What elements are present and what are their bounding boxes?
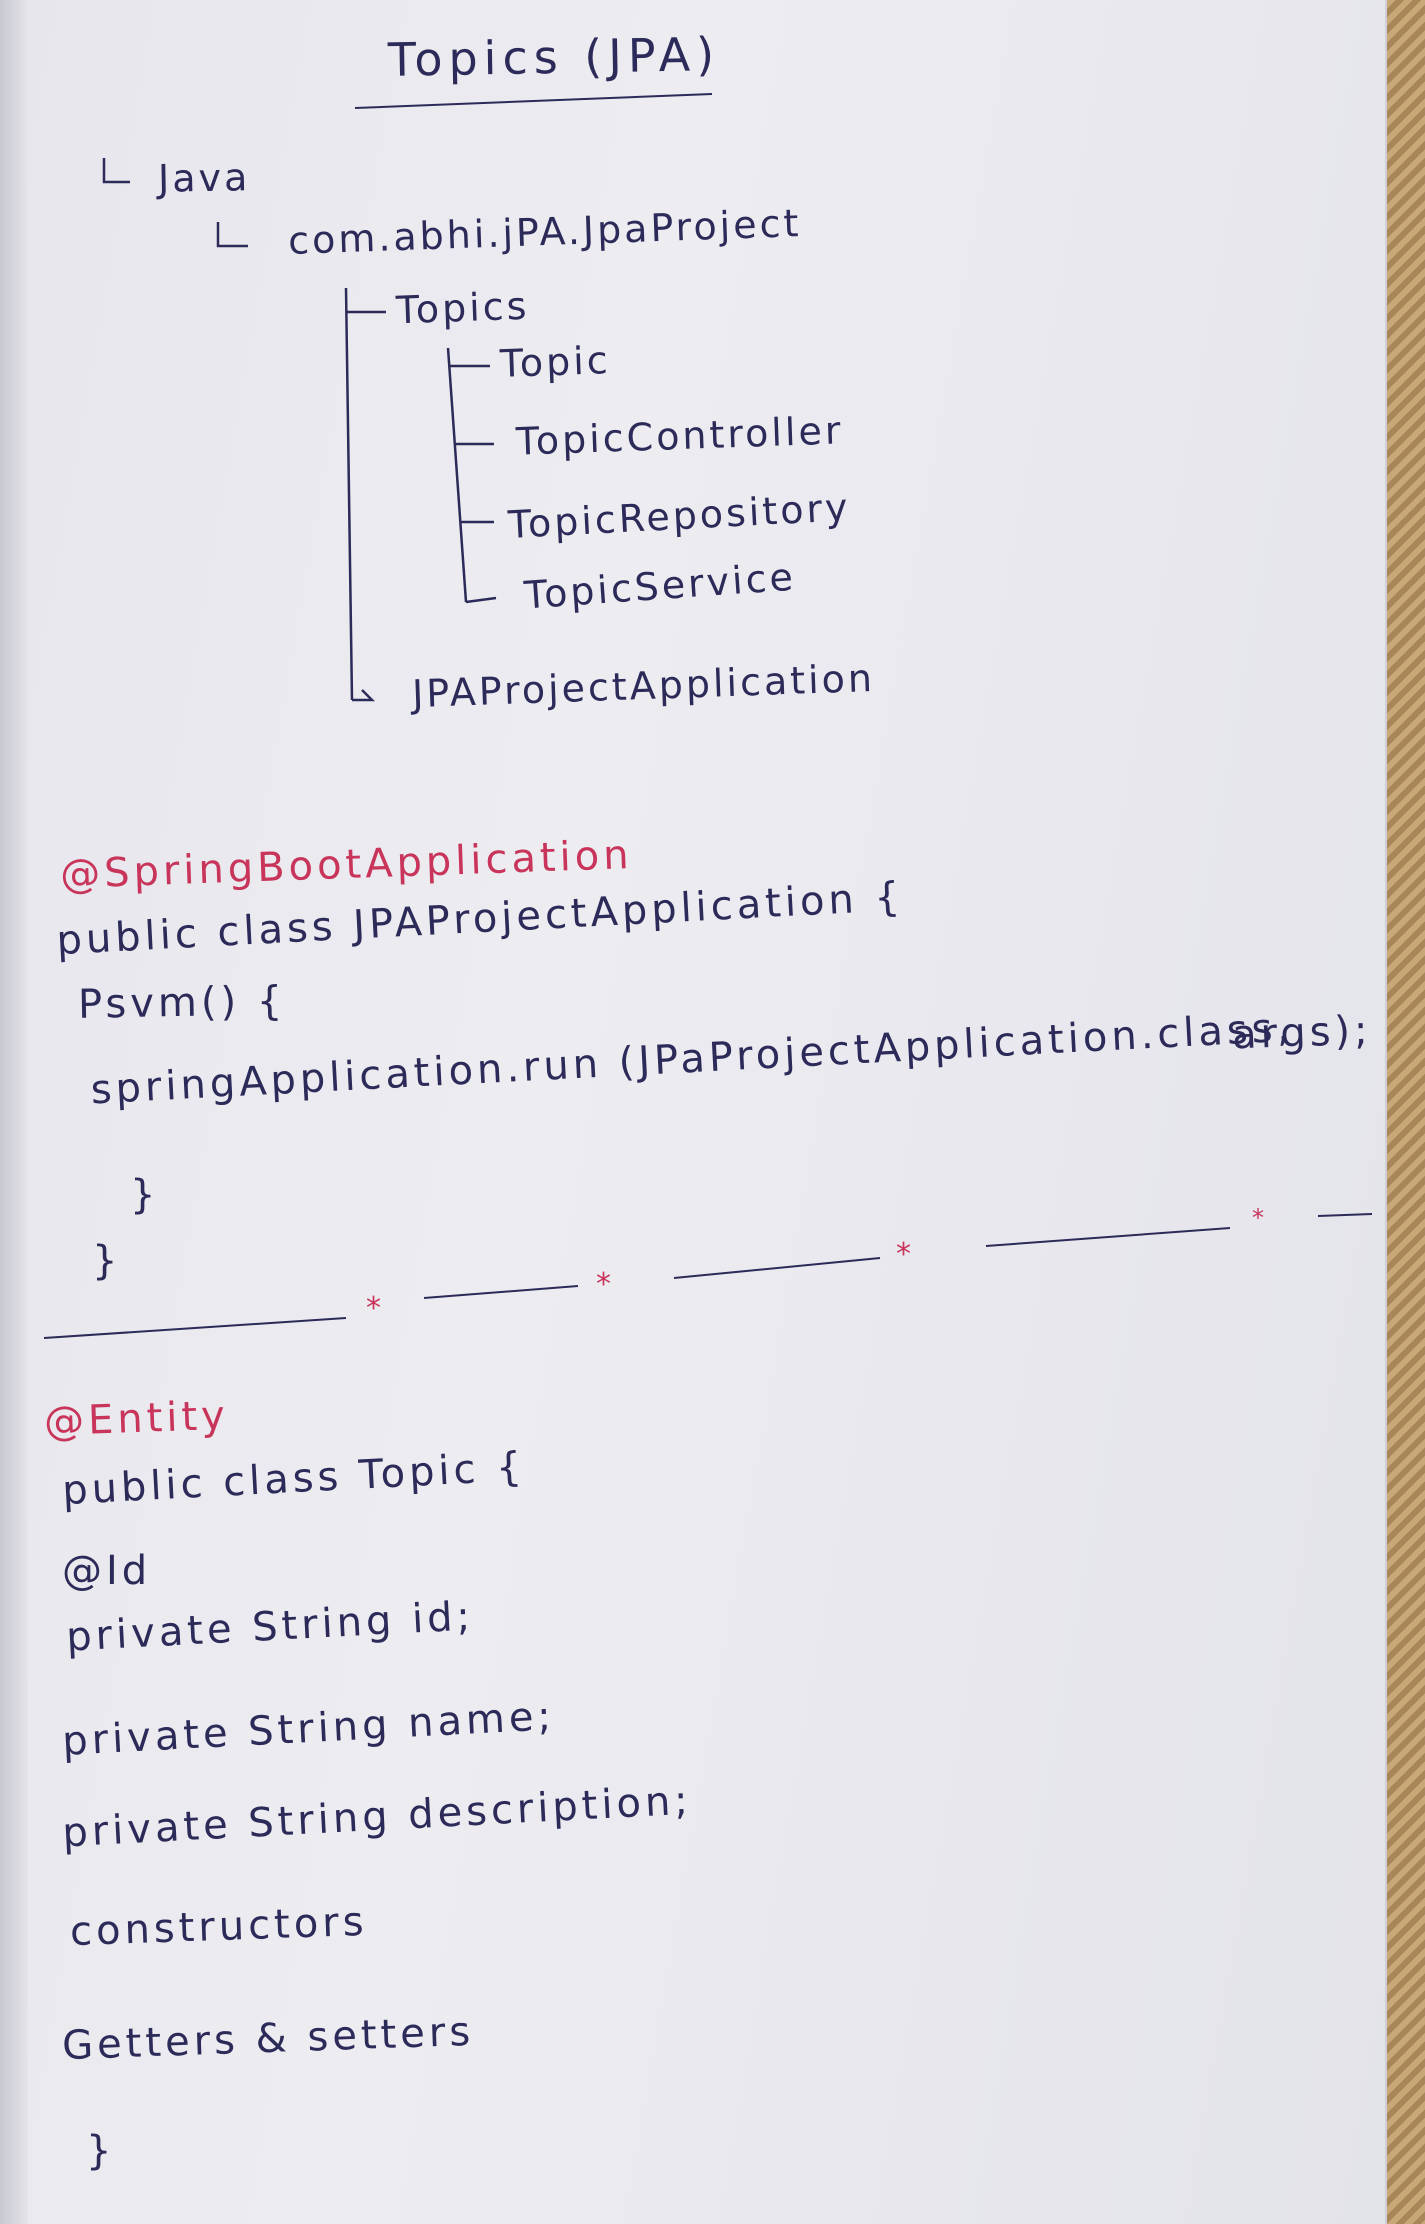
separator-star-1: *	[366, 1291, 381, 1326]
separator-seg-2	[423, 1285, 579, 1299]
separator-seg-4	[985, 1227, 1231, 1247]
separator-star-4: *	[1252, 1204, 1264, 1232]
separator-seg-3	[673, 1257, 881, 1279]
tree-arrow-service	[465, 596, 497, 604]
tree-arrow-package	[216, 222, 248, 248]
separator-seg-1	[43, 1317, 347, 1339]
separator-star-3: *	[896, 1237, 911, 1272]
annotation-entity: @Entity	[43, 1392, 230, 1446]
page-title: Topics (JPA)	[387, 27, 721, 87]
tree-root-java: Java	[157, 155, 251, 201]
tree-file-topic: Topic	[499, 338, 612, 386]
tree-vertical-main	[344, 287, 354, 701]
tree-vertical-inner	[446, 347, 468, 603]
run-args: args);	[1231, 1007, 1373, 1059]
title-underline	[354, 93, 713, 109]
close-brace-inner: }	[130, 1172, 160, 1218]
entity-close-brace: }	[86, 2128, 116, 2174]
tree-folder-topics: Topics	[395, 283, 531, 333]
annotation-id: @Id	[62, 1548, 152, 1594]
close-brace-outer: }	[92, 1238, 122, 1284]
separator-seg-5	[1317, 1213, 1373, 1217]
ink-strokes: * * * *	[43, 93, 1373, 1339]
notebook-page: * * * * Topics (JPA) Java com.abhi.jPA.J…	[0, 0, 1387, 2224]
separator-star-2: *	[596, 1267, 611, 1302]
tree-arrow-app	[352, 689, 376, 702]
tree-arrow-java	[102, 158, 130, 184]
psvm-declaration: Psvm() {	[77, 978, 287, 1028]
page-gutter	[0, 0, 28, 2224]
